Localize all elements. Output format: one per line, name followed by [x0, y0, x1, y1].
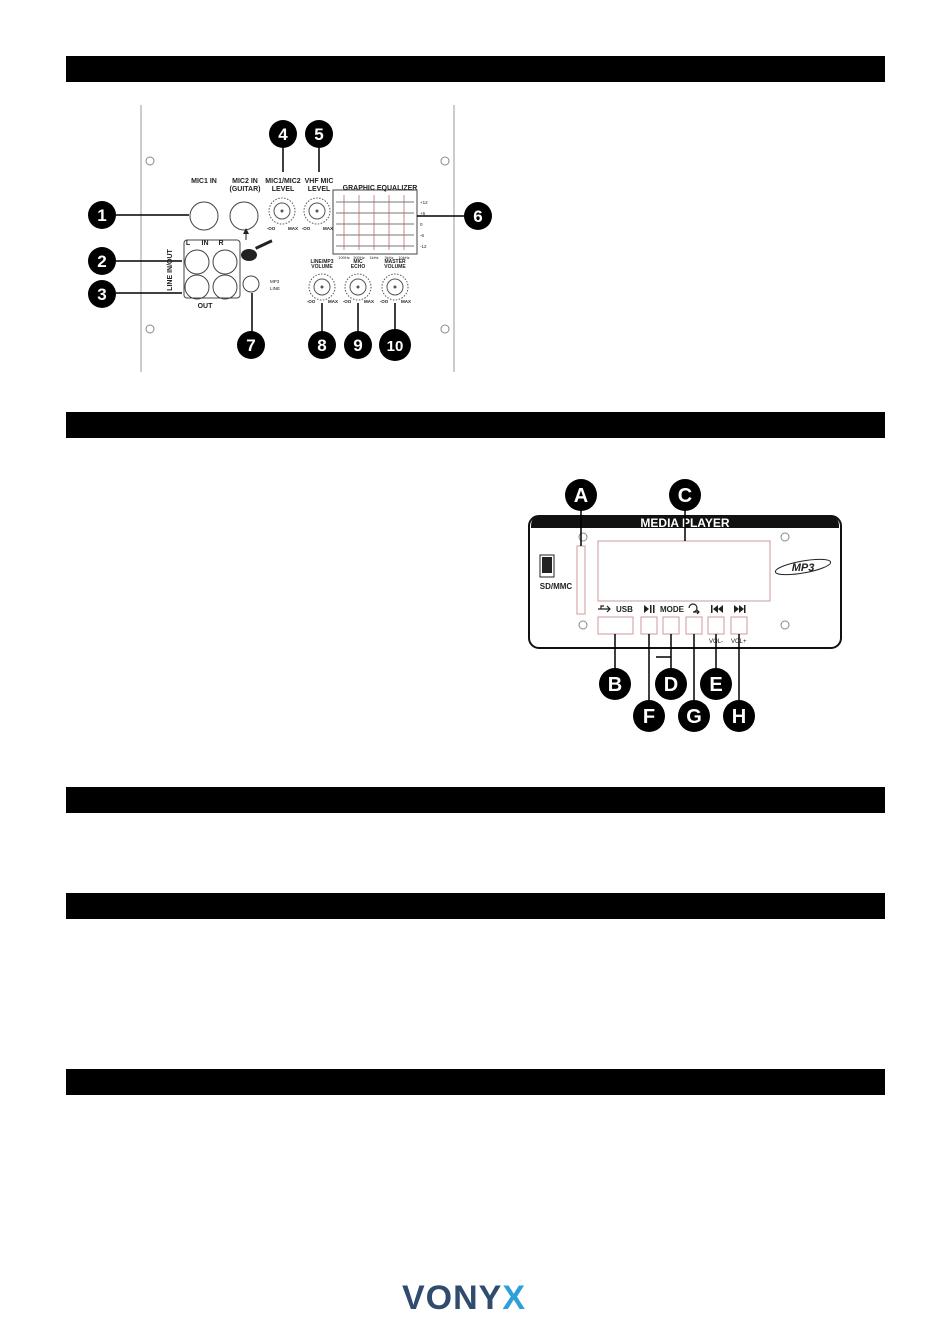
line-in-label: IN [202, 240, 209, 247]
eq-scale-0: 0 [420, 222, 423, 227]
callout-c: C [678, 485, 692, 507]
knob5-min: -OO [302, 226, 311, 231]
knob10-max: MAX [401, 299, 411, 304]
graphic-equalizer [332, 189, 418, 255]
eq-band-10khz: 10kHz [398, 255, 409, 260]
logo-accent: X [502, 1279, 527, 1317]
callout-7: 7 [246, 336, 255, 355]
mic2-label-2: (GUITAR) [230, 186, 261, 193]
callout-d: D [664, 674, 678, 696]
vhf-level-label-2: LEVEL [308, 186, 331, 193]
vol1-label-2: VOLUME [311, 264, 333, 270]
line-inout-label: LINE IN/OUT [167, 248, 174, 290]
callout-b: B [608, 674, 622, 696]
vol2-label-2: ECHO [351, 264, 366, 270]
mic-level-label-1: MIC1/MIC2 [265, 178, 301, 185]
eq-scale-plus6: +6 [420, 211, 426, 216]
vol3-label-1: MASTER [384, 259, 406, 265]
knob8-max: MAX [328, 299, 338, 304]
eq-band-3khz: 3kHz [384, 255, 393, 260]
knob9-max: MAX [364, 299, 374, 304]
section-header-bar-2 [66, 412, 885, 438]
section-header-bar-4 [66, 893, 885, 919]
line-out-r-jack [212, 274, 238, 300]
callout-f: F [643, 706, 655, 728]
sd-card-icon [539, 554, 555, 578]
play-pause-icon [644, 605, 655, 613]
eq-band-1khz: 1kHz [369, 255, 378, 260]
mic1-jack [189, 201, 219, 231]
mp3-logo: MP3 [792, 562, 815, 574]
callout-5: 5 [314, 125, 323, 144]
section-header-bar-3 [66, 787, 885, 813]
line-in-l-jack [184, 249, 210, 275]
logo-main: VONY [402, 1279, 503, 1317]
mode-label: MODE [660, 605, 685, 614]
next-icon [734, 605, 746, 613]
sd-mmc-label: SD/MMC [540, 582, 573, 591]
callout-6: 6 [473, 207, 482, 226]
rear-panel-diagram: 1 2 3 4 5 6 7 8 9 10 MIC1 IN MIC2 IN (GU… [88, 105, 492, 372]
media-display [597, 540, 771, 602]
callout-8: 8 [317, 336, 326, 355]
guitar-icon [241, 228, 273, 261]
callout-1: 1 [97, 206, 106, 225]
repeat-icon [688, 603, 700, 615]
previous-icon [711, 605, 723, 613]
mic1-label: MIC1 IN [191, 178, 217, 185]
callout-h: H [732, 706, 746, 728]
eq-scale-minus12: -12 [420, 244, 427, 249]
vol3-label-2: VOLUME [384, 264, 406, 270]
media-player-diagram: MEDIA PLAYER SD/MMC MP3 USB MODE VOL- VO… [528, 479, 842, 732]
callout-e: E [709, 674, 722, 696]
knob9-min: -OO [343, 299, 352, 304]
callout-a: A [574, 485, 588, 507]
eq-scale-plus12: +12 [420, 200, 428, 205]
line-l-label: L [186, 240, 191, 247]
eq-band-300hz: 300Hz [353, 255, 365, 260]
usb-label: USB [616, 605, 633, 614]
eq-title: GRAPHIC EQUALIZER [343, 185, 418, 192]
callout-4: 4 [278, 125, 288, 144]
callout-9: 9 [353, 336, 362, 355]
line-r-label: R [218, 240, 223, 247]
mic2-jack [229, 201, 259, 231]
eq-scale-minus6: -6 [420, 233, 424, 238]
vonyx-logo: VONYX [402, 1278, 552, 1318]
eq-band-100hz: 100Hz [338, 255, 350, 260]
vol2-label-1: MIC [353, 259, 363, 265]
vol1-label-1: LINE/MP3 [310, 259, 333, 265]
section-header-bar-1 [66, 56, 885, 82]
section-header-bar-5 [66, 1069, 885, 1095]
mp3-line-switch [242, 275, 260, 293]
knob8-min: -OO [307, 299, 316, 304]
knob5-max: MAX [323, 226, 333, 231]
mic2-label-1: MIC2 IN [232, 178, 258, 185]
callout-g: G [686, 706, 702, 728]
knob4-max: MAX [288, 226, 298, 231]
line-out-label: OUT [198, 303, 214, 310]
callout-3: 3 [97, 285, 106, 304]
usb-icon [598, 605, 611, 613]
mic-level-label-2: LEVEL [272, 186, 295, 193]
line-in-r-jack [212, 249, 238, 275]
callout-2: 2 [97, 252, 106, 271]
switch-line-label: LINE [270, 286, 280, 291]
knob4-min: -OO [267, 226, 276, 231]
vhf-level-label-1: VHF MIC [305, 178, 334, 185]
knob10-min: -OO [380, 299, 389, 304]
line-out-l-jack [184, 274, 210, 300]
callout-10: 10 [387, 338, 404, 355]
switch-mp3-label: MP3 [270, 279, 280, 284]
